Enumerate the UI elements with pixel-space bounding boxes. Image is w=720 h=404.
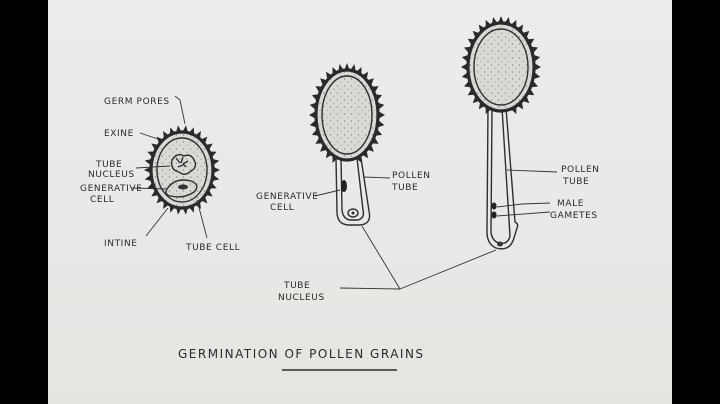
label-pollen-tube-3b: TUBE [562,177,589,187]
male-gamete-1 [491,202,497,210]
tube-nucleus [170,153,197,175]
exine-spike [533,63,541,71]
label-tube-nucleus-1: TUBE [95,160,122,170]
leader-generative-cell [131,187,167,190]
leader-lines [131,95,558,290]
label-tube-nucleus-shared-2: NUCLEUS [278,293,325,303]
generative-cell-2 [341,180,347,192]
leader-pollen-tube-3 [506,169,558,173]
tube-nucleus-3 [497,241,503,247]
exine-spike [377,111,385,119]
leader-tube-nucleus-shared [339,287,401,290]
labels: GERM PORES EXINE TUBE NUCLEUS GENERATIVE… [80,97,600,303]
leader-tube-nucleus-fig2 [361,225,401,290]
leader-tube-nucleus [135,165,171,169]
pollen-grain-figure [144,125,220,215]
leader-tube-nucleus-fig3 [399,249,497,290]
pollen-grain-intine [156,137,208,203]
label-tube-nucleus-shared-1: TUBE [283,281,310,291]
label-pollen-tube-2b: TUBE [391,183,418,193]
title-text: GERMINATION OF POLLEN GRAINS [178,347,425,361]
pollen-tube-outer [335,157,371,226]
long-pollen-tube-outer [486,107,519,250]
grain-inner-wall [321,75,373,155]
male-gamete-2 [491,211,497,219]
label-intine: INTINE [104,239,138,249]
leader-generative-cell-2 [314,189,341,197]
exine-spike [212,166,220,174]
label-male-gametes-2: GAMETES [550,211,598,221]
exine-spike [309,111,317,119]
exine-spike [200,195,208,204]
grain-inner-wall-3 [473,28,529,106]
germinating-pollen-figure [309,63,385,226]
exine-spike [156,136,164,145]
label-generative-cell-2a: GENERATIVE [256,192,318,202]
label-tube-nucleus-2: NUCLEUS [88,170,135,180]
exine-spike [461,63,469,71]
exine-spike [144,166,152,174]
germinating-grain [314,68,380,162]
exine-spike [498,16,504,24]
mature-pollen-tube-figure [461,16,541,250]
diagram-title: GERMINATION OF POLLEN GRAINS [178,347,425,371]
leader-exine [139,132,159,140]
label-tube-cell: TUBE CELL [185,243,240,253]
leader-male-gamete-1 [496,202,551,208]
label-exine: EXINE [104,129,134,139]
generative-cell [165,179,198,198]
paper-sheet [48,0,672,404]
tube-nucleus-2 [347,208,359,218]
leader-germ-pores [174,95,186,125]
leader-tube-cell [196,199,208,239]
leader-intine [145,207,169,237]
label-pollen-tube-3a: POLLEN [561,165,600,175]
label-pollen-tube-2a: POLLEN [392,171,431,181]
label-generative-cell-2: CELL [90,195,114,205]
leader-pollen-tube-2 [362,176,391,179]
leader-male-gamete-2 [496,211,551,217]
label-generative-cell-1: GENERATIVE [80,184,142,194]
mature-grain [466,21,536,113]
exine-spike [344,63,350,71]
exine-spike [200,136,208,145]
label-male-gametes-1: MALE [557,199,584,209]
pollen-tube-inner [340,157,365,221]
label-germ-pores: GERM PORES [104,97,170,107]
label-generative-cell-2b: CELL [270,203,294,213]
exine-spike [156,195,164,204]
